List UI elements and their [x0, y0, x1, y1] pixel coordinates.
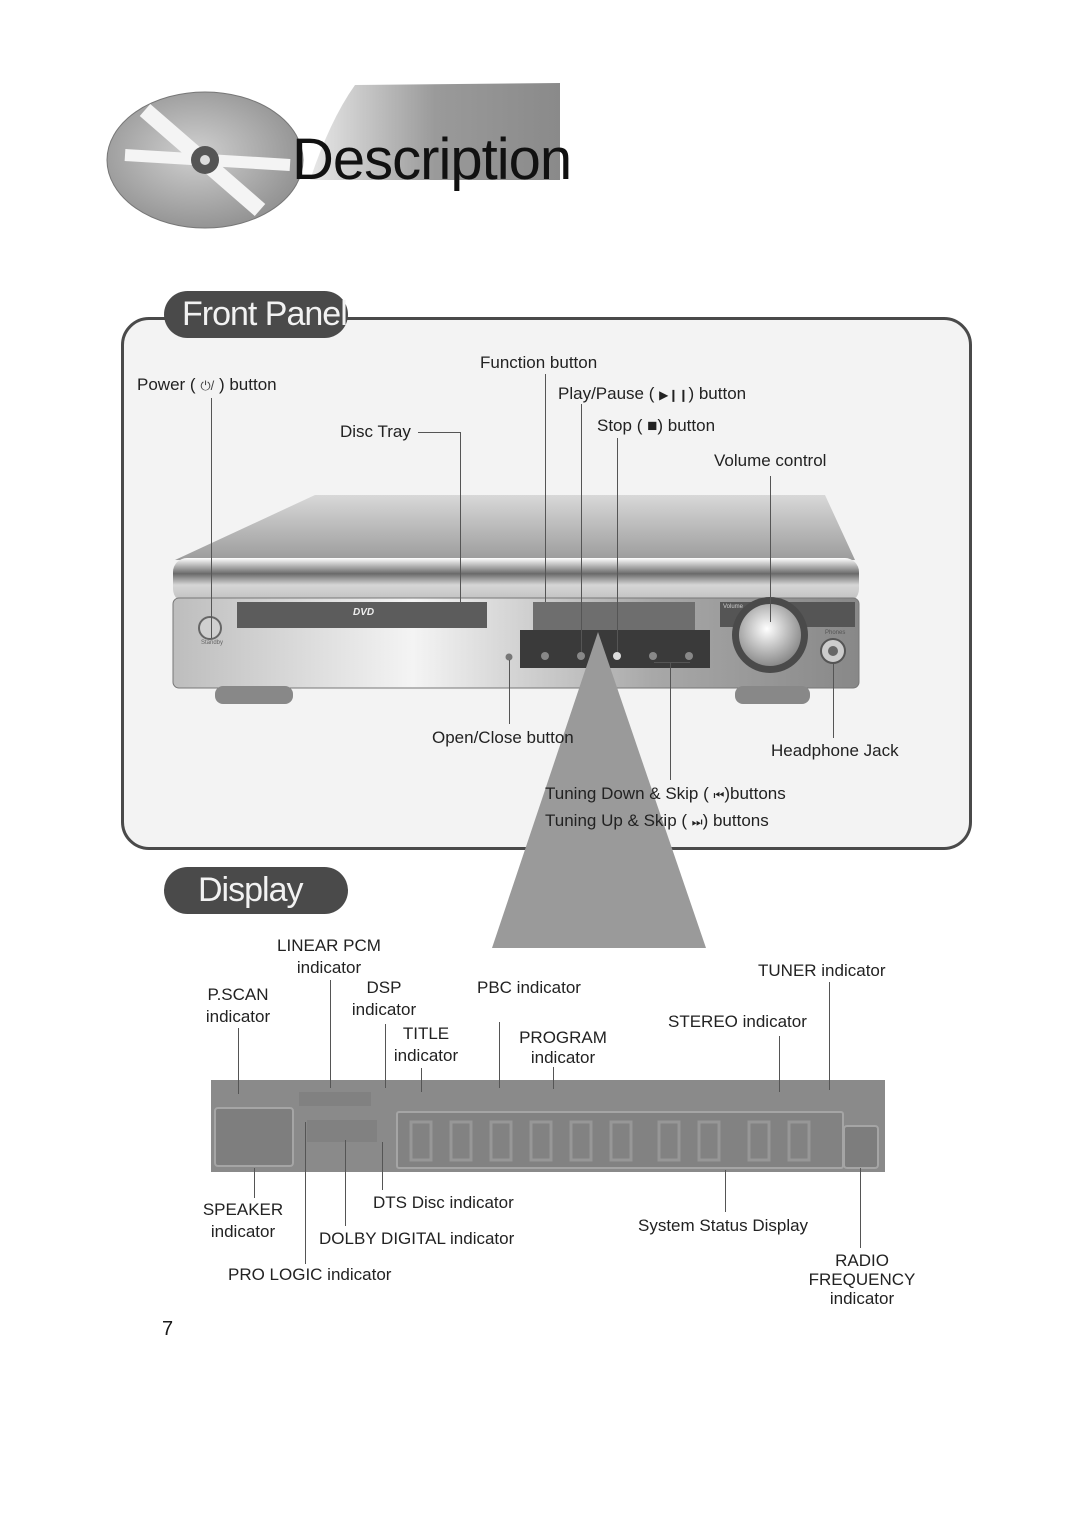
- linear-pcm-sub: indicator: [296, 958, 362, 977]
- tuning-leader-v: [670, 662, 671, 780]
- disc-tray-leader-h: [418, 432, 461, 433]
- frequency-text: FREQUENCY: [808, 1270, 916, 1289]
- radio-frequency-leader: [860, 1168, 861, 1248]
- phones-mark: Phones: [825, 630, 846, 636]
- program-text: PROGRAM: [519, 1028, 607, 1047]
- headphone-leader: [833, 662, 834, 738]
- program-sub: indicator: [530, 1048, 596, 1067]
- pbc-leader: [499, 1022, 500, 1088]
- disc-tray-leader-v: [460, 432, 461, 602]
- dsp-leader: [385, 1024, 386, 1088]
- standby-mark: Standby: [201, 640, 224, 646]
- dsp-label: DSP indicator: [344, 978, 424, 1020]
- stop-icon: ■: [647, 416, 658, 435]
- speaker-sub: indicator: [210, 1222, 276, 1241]
- tuning-down-suffix: )buttons: [724, 784, 786, 803]
- linear-pcm-leader: [330, 980, 331, 1088]
- dolby-label: DOLBY DIGITAL indicator: [319, 1229, 515, 1248]
- title-leader: [421, 1068, 422, 1092]
- pscan-text: P.SCAN: [207, 985, 269, 1004]
- tuner-leader: [829, 982, 830, 1090]
- volume-mark: Volume: [723, 604, 744, 610]
- dts-leader: [382, 1142, 383, 1190]
- play-pause-label-prefix: Play/Pause (: [558, 384, 655, 403]
- display-callout-triangle: [490, 630, 710, 950]
- front-panel-heading-text: Front Panel: [182, 295, 348, 333]
- program-label: PROGRAM indicator: [515, 1028, 611, 1068]
- function-leader: [545, 374, 546, 602]
- program-leader: [553, 1067, 554, 1089]
- play-pause-icon: ▶❙❙: [659, 388, 689, 402]
- play-pause-label-suffix: ) button: [688, 384, 747, 403]
- open-close-label: Open/Close button: [432, 728, 574, 747]
- stereo-label: STEREO indicator: [668, 1012, 807, 1031]
- dsp-sub: indicator: [351, 1000, 417, 1019]
- dvd-receiver-image: DVD Standby Volume Phones: [165, 490, 865, 715]
- radio-frequency-label: RADIO FREQUENCY indicator: [804, 1251, 920, 1308]
- volume-control-label: Volume control: [714, 451, 827, 470]
- header-graphic: [100, 80, 570, 240]
- page-number: 7: [162, 1318, 174, 1340]
- tuning-down-label: Tuning Down & Skip ( ⏮)buttons: [545, 784, 786, 805]
- linear-pcm-text: LINEAR PCM: [277, 936, 381, 955]
- button-dots: [505, 652, 693, 661]
- pro-logic-label: PRO LOGIC indicator: [228, 1265, 392, 1284]
- tuning-up-label: Tuning Up & Skip ( ⏭) buttons: [545, 811, 769, 832]
- dsp-text: DSP: [366, 978, 402, 997]
- stop-label-prefix: Stop (: [597, 416, 643, 435]
- skip-back-icon: ⏮: [713, 788, 725, 802]
- page-title: Description: [292, 127, 572, 192]
- system-status-label: System Status Display: [638, 1216, 809, 1235]
- power-leader: [211, 398, 212, 638]
- dolby-leader: [345, 1140, 346, 1226]
- speaker-leader: [254, 1168, 255, 1198]
- stereo-leader: [779, 1036, 780, 1092]
- power-icon: ⏻/: [200, 378, 215, 393]
- tuning-down-prefix: Tuning Down & Skip (: [545, 784, 709, 803]
- function-button-label: Function button: [480, 353, 598, 372]
- disc-tray-label: Disc Tray: [340, 422, 411, 441]
- speaker-text: SPEAKER: [202, 1200, 284, 1219]
- pscan-sub: indicator: [205, 1007, 271, 1026]
- pbc-label: PBC indicator: [477, 978, 581, 997]
- dvd-logo: DVD: [353, 607, 375, 618]
- disc-reel-icon: [106, 83, 560, 229]
- stop-label-suffix: ) button: [657, 416, 716, 435]
- stop-leader: [617, 438, 618, 652]
- power-button-label: Power ( ⏻/ ) button: [137, 375, 277, 396]
- tuner-label: TUNER indicator: [758, 961, 886, 980]
- radio-text: RADIO: [835, 1251, 889, 1270]
- system-status-leader: [725, 1170, 726, 1212]
- pscan-leader: [238, 1028, 239, 1094]
- radio-frequency-sub: indicator: [829, 1289, 895, 1308]
- play-pause-label: Play/Pause ( ▶❙❙) button: [558, 384, 746, 405]
- display-heading: Display: [164, 867, 348, 914]
- title-indicator-label: TITLE indicator: [386, 1024, 466, 1066]
- tuning-leader-h: [654, 662, 690, 663]
- headphone-jack-label: Headphone Jack: [771, 741, 899, 760]
- title-indicator-text: TITLE: [402, 1024, 450, 1043]
- power-label-prefix: Power (: [137, 375, 196, 394]
- power-label-suffix: ) button: [218, 375, 277, 394]
- pro-logic-leader: [305, 1122, 306, 1264]
- stop-label: Stop ( ■) button: [597, 416, 715, 436]
- open-close-leader: [509, 660, 510, 724]
- play-pause-leader: [581, 404, 582, 652]
- linear-pcm-label: LINEAR PCM indicator: [270, 936, 388, 978]
- tuning-up-prefix: Tuning Up & Skip (: [545, 811, 688, 830]
- display-heading-text: Display: [198, 871, 303, 909]
- skip-forward-icon: ⏭: [691, 815, 703, 829]
- tuning-up-suffix: ) buttons: [702, 811, 769, 830]
- volume-leader: [770, 476, 771, 622]
- pscan-label: P.SCAN indicator: [196, 985, 280, 1027]
- front-panel-heading: Front Panel: [164, 291, 348, 338]
- dts-label: DTS Disc indicator: [373, 1193, 514, 1212]
- speaker-label: SPEAKER indicator: [196, 1200, 290, 1242]
- title-indicator-sub: indicator: [393, 1046, 459, 1065]
- vfd-display-image: [211, 1080, 885, 1172]
